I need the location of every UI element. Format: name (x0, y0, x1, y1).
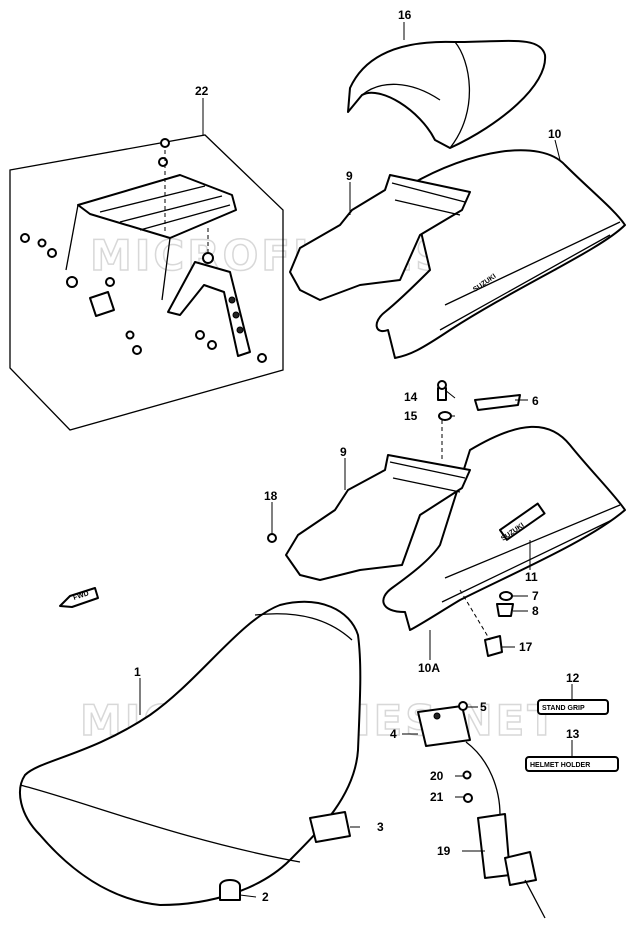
callout-9-lower: 9 (340, 445, 347, 459)
callout-19: 19 (437, 844, 451, 858)
callout-13: 13 (566, 727, 580, 741)
front-direction-arrow: FWD (59, 587, 99, 608)
callout-15: 15 (404, 409, 418, 423)
callout-10: 10 (548, 127, 562, 141)
stand-grip-text: STAND GRIP (542, 705, 585, 712)
callouts: 16 22 10 9 14 15 6 9 18 11 7 8 17 10A 1 … (134, 8, 580, 904)
callout-11: 11 (525, 570, 538, 584)
callout-2: 2 (262, 890, 269, 904)
tail-frame-upper (289, 174, 471, 301)
tail-assembly-lower: SUZUKI (285, 425, 626, 631)
front-arrow-label: FWD (72, 590, 89, 602)
callout-10A: 10A (418, 661, 440, 675)
rack-kit-box (9, 134, 284, 431)
tail-frame-lower (285, 454, 471, 581)
luggage-rack (77, 174, 237, 239)
seat (19, 600, 362, 906)
callout-21: 21 (430, 790, 444, 804)
callout-18: 18 (264, 489, 278, 503)
callout-17: 17 (519, 640, 533, 654)
callout-14: 14 (404, 390, 418, 404)
callout-4: 4 (390, 727, 397, 741)
callout-12: 12 (566, 671, 580, 685)
callout-22: 22 (195, 84, 209, 98)
callout-9-upper: 9 (346, 169, 353, 183)
callout-1: 1 (134, 665, 141, 679)
helmet-holder-text: HELMET HOLDER (530, 762, 590, 769)
seat-nut (219, 879, 241, 901)
suzuki-emblem (499, 502, 546, 541)
leader-lines (139, 22, 573, 898)
tail-assembly-upper: SUZUKI (289, 149, 626, 359)
seat-cowl (347, 39, 547, 149)
rack-bracket (167, 261, 251, 357)
seat-lock (417, 701, 546, 919)
seat-damper (309, 811, 351, 843)
callout-5: 5 (480, 700, 487, 714)
callout-8: 8 (532, 604, 539, 618)
callout-3: 3 (377, 820, 384, 834)
stand-grip-label (537, 699, 609, 715)
callout-6: 6 (532, 394, 539, 408)
callout-16: 16 (398, 8, 412, 22)
callout-7: 7 (532, 589, 539, 603)
callout-20: 20 (430, 769, 444, 783)
